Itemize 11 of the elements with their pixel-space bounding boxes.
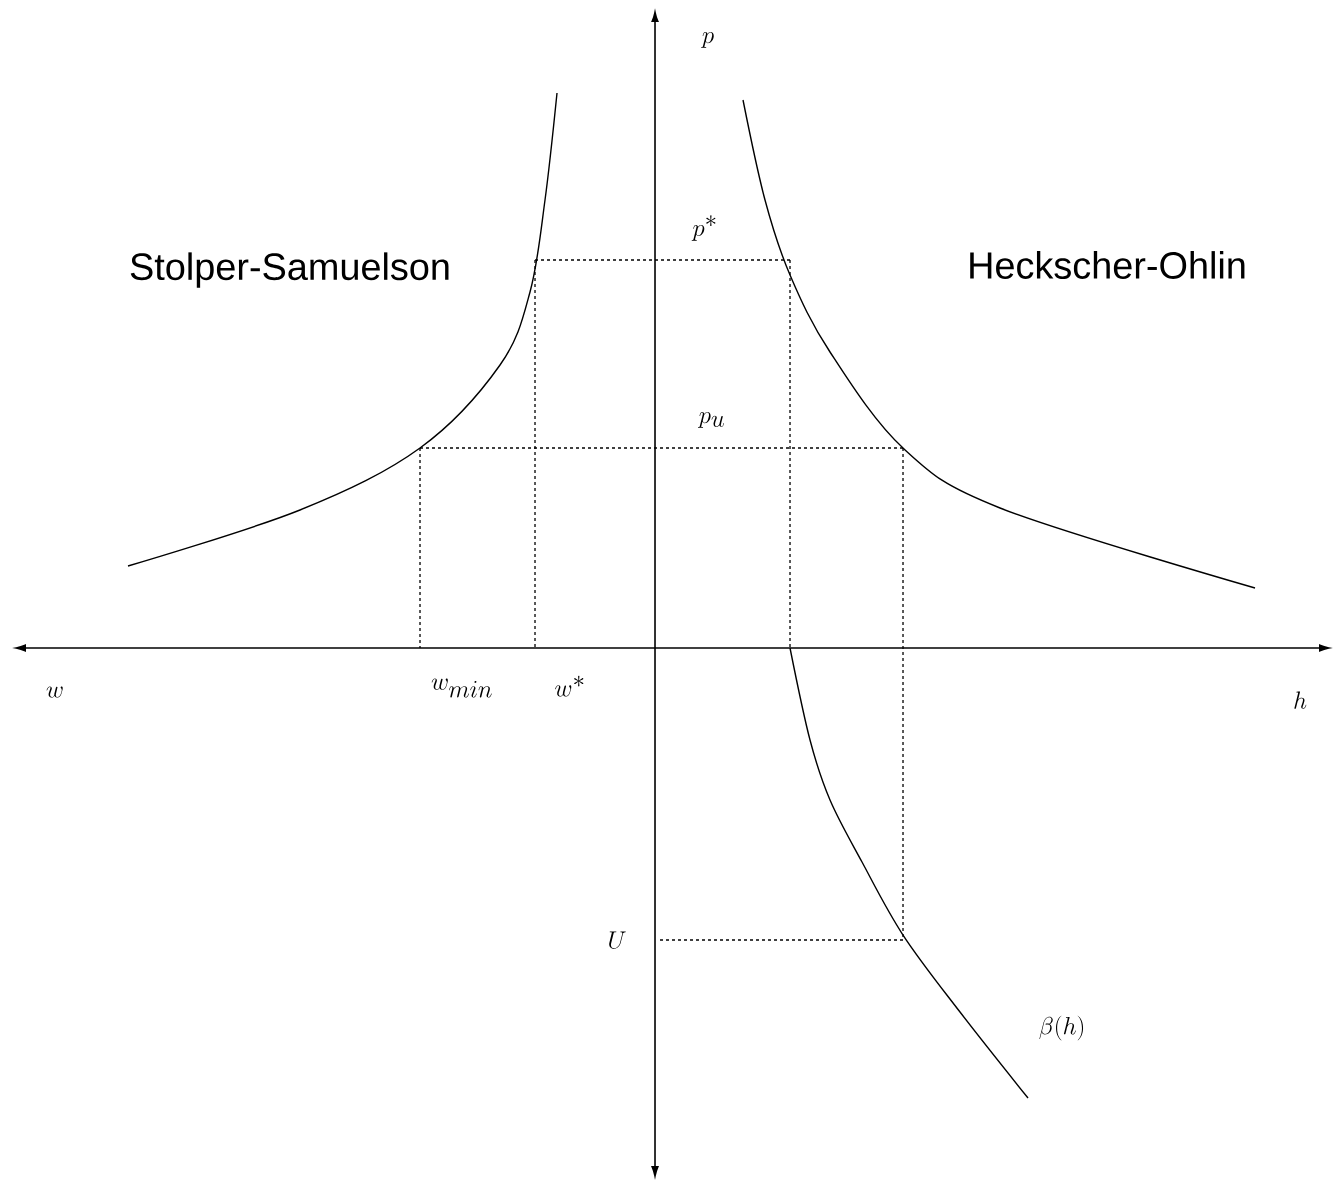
- point-label: $U$: [609, 931, 626, 949]
- curve-label: $\beta(h)$: [1039, 1015, 1084, 1041]
- axis-label: $w$: [46, 686, 63, 698]
- point-label: $p^*$: [691, 215, 716, 241]
- curve-label: Stolper-Samuelson: [130, 252, 449, 288]
- axis-label: $p$: [701, 32, 714, 48]
- point-label: $p_u$: [698, 412, 724, 428]
- curve-label: Heckscher-Ohlin: [970, 251, 1245, 279]
- point-label: $w_{min}$: [431, 678, 492, 698]
- point-label: $w^*$: [555, 675, 584, 697]
- axis-label: $h$: [1294, 691, 1307, 709]
